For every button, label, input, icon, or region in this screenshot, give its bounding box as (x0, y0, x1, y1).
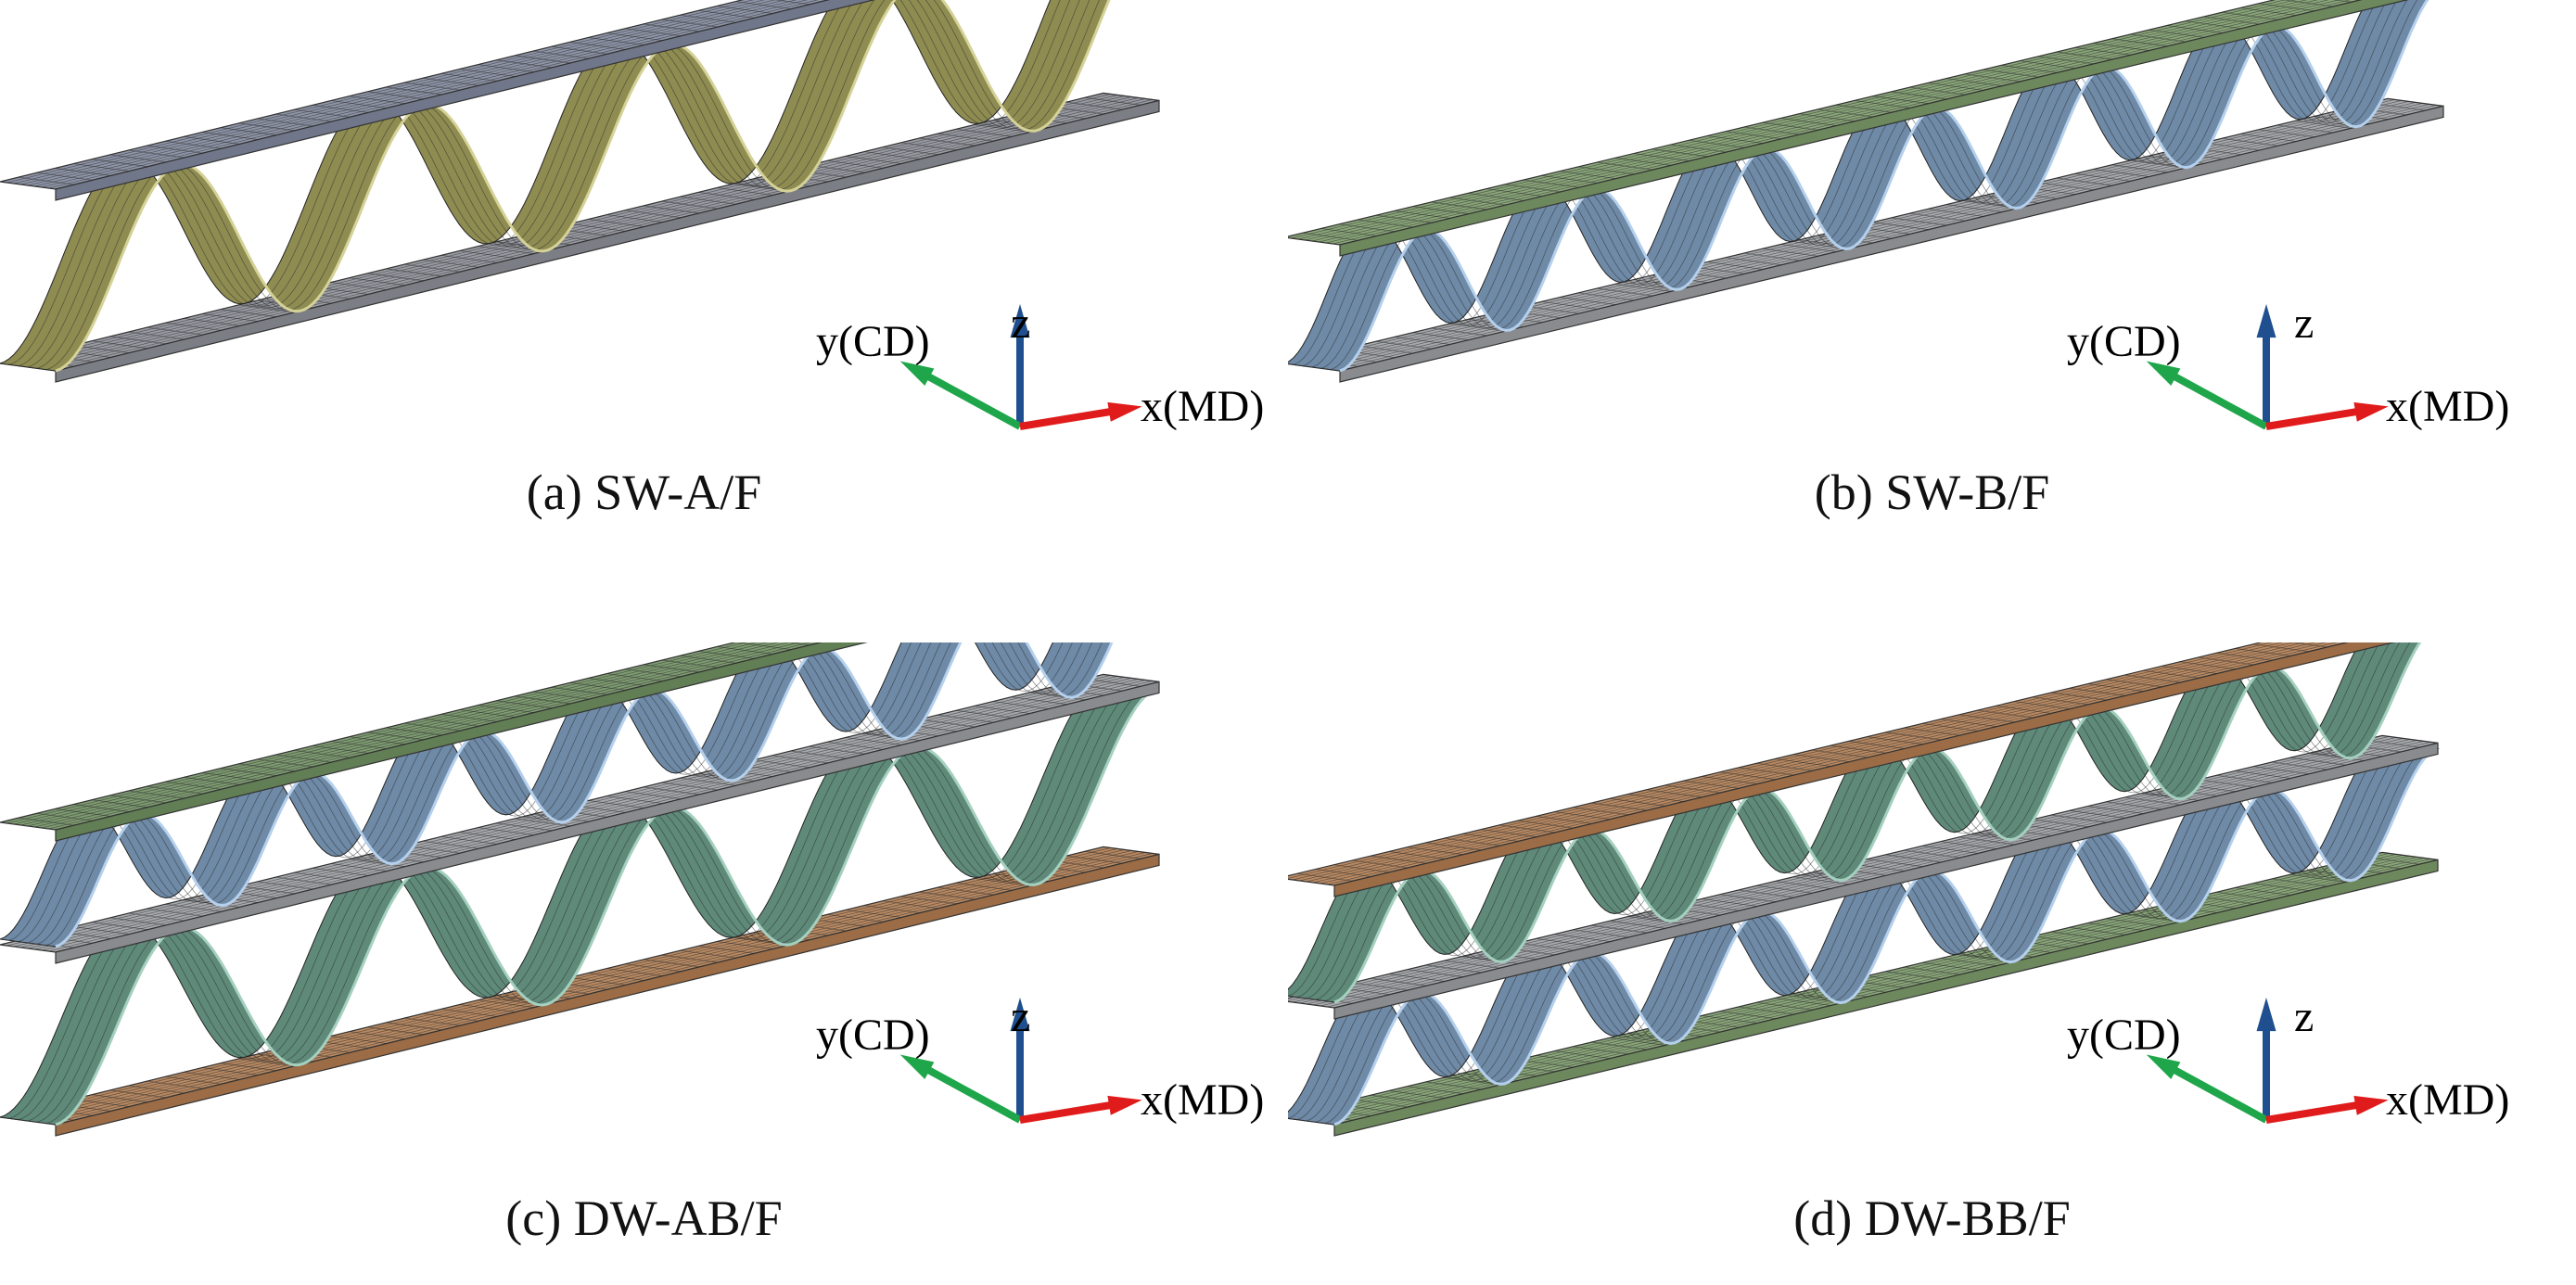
model-dw-ab (0, 642, 1160, 1137)
axis-arrows (2146, 304, 2389, 430)
flute-medium (1288, 0, 2429, 373)
axis-arrows (899, 304, 1142, 430)
caption-b: (b) SW-B/F (1814, 464, 2050, 520)
caption-a: (a) SW-A/F (526, 464, 762, 520)
axis-arrows (899, 998, 1142, 1124)
top-liner (0, 0, 876, 201)
panel-dw-ab: z y(CD) x(MD) (c) DW-AB/F (0, 642, 1288, 1285)
caption-c: (c) DW-AB/F (505, 1190, 783, 1246)
axis-y-arrow (916, 1061, 1022, 1124)
model-sw-a (0, 0, 1160, 430)
axis-y-arrow (2162, 367, 2268, 430)
axis-x-arrow (1019, 1100, 1123, 1124)
panel-sw-b: z y(CD) x(MD) (b) SW-B/F (1288, 0, 2576, 642)
axis-x-arrow (1019, 406, 1123, 430)
top-liner (1288, 642, 2396, 897)
axis-y-arrow (916, 367, 1022, 430)
model-sw-b (1288, 0, 2444, 430)
caption-d: (d) DW-BB/F (1793, 1190, 2071, 1246)
lower-flute-medium (0, 679, 1160, 1126)
panel-dw-bb: z y(CD) x(MD) (d) DW-BB/F (1288, 642, 2576, 1285)
upper-flute-medium (0, 642, 1114, 948)
top-liner (0, 642, 868, 842)
middle-liner (0, 673, 1160, 964)
model-dw-bb (1288, 642, 2440, 1137)
axis-y-arrow (2162, 1061, 2268, 1124)
axis-x-arrow (2265, 1100, 2369, 1124)
top-liner (1288, 0, 2409, 257)
axis-arrows (2146, 998, 2389, 1124)
panel-sw-a: z y(CD) x(MD) (a) SW-A/F (0, 0, 1288, 642)
axis-x-arrow (2265, 406, 2369, 430)
